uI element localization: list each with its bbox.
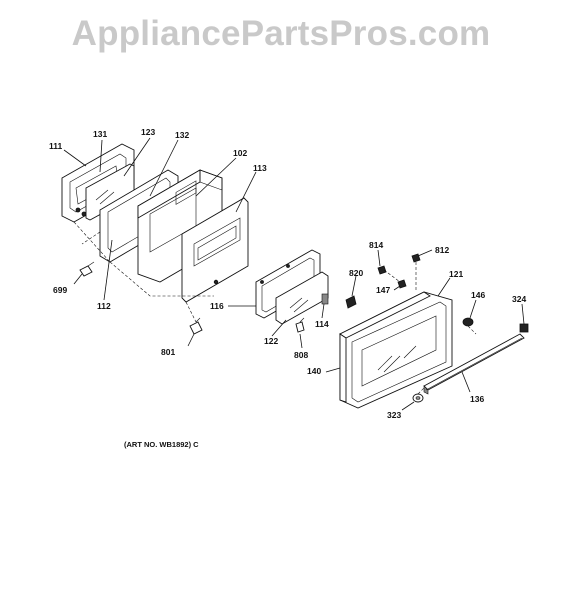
part-323-end-cap [412,393,424,403]
part-814-screw [377,265,387,275]
label-102: 102 [233,148,247,158]
part-136-handle [423,333,525,395]
label-146: 146 [471,290,485,300]
part-808-screw [295,317,305,333]
label-131: 131 [93,129,107,139]
label-114: 114 [315,319,329,329]
label-323: 323 [387,410,401,420]
label-147: 147 [376,285,390,295]
label-801: 801 [161,347,175,357]
part-324-end-cap [519,323,529,333]
label-132: 132 [175,130,189,140]
label-699: 699 [53,285,67,295]
part-699-hinge-screw [79,261,95,277]
label-814: 814 [369,240,383,250]
part-146-end-cap [462,317,474,327]
label-820: 820 [349,268,363,278]
label-136: 136 [470,394,484,404]
label-123: 123 [141,127,155,137]
label-324: 324 [512,294,526,304]
part-801-screw [189,317,203,335]
label-121: 121 [449,269,463,279]
label-112: 112 [97,301,111,311]
label-140: 140 [307,366,321,376]
part-113-inner-panel [181,197,249,303]
label-113: 113 [253,163,267,173]
part-labels: 111 131 123 132 102 113 699 112 116 122 … [49,127,526,420]
part-820-screw [345,295,357,309]
label-111: 111 [49,141,63,151]
label-122: 122 [264,336,278,346]
label-116: 116 [210,301,224,311]
watermark-logo: AppliancePartsPros.com [71,14,491,53]
label-812: 812 [435,245,449,255]
art-number: (ART NO. WB1892) C [124,440,199,449]
part-114-clip [321,293,329,305]
part-812-screw [411,253,421,263]
leader-lines [63,137,525,411]
label-808: 808 [294,350,308,360]
part-140-outer-door [339,291,453,409]
